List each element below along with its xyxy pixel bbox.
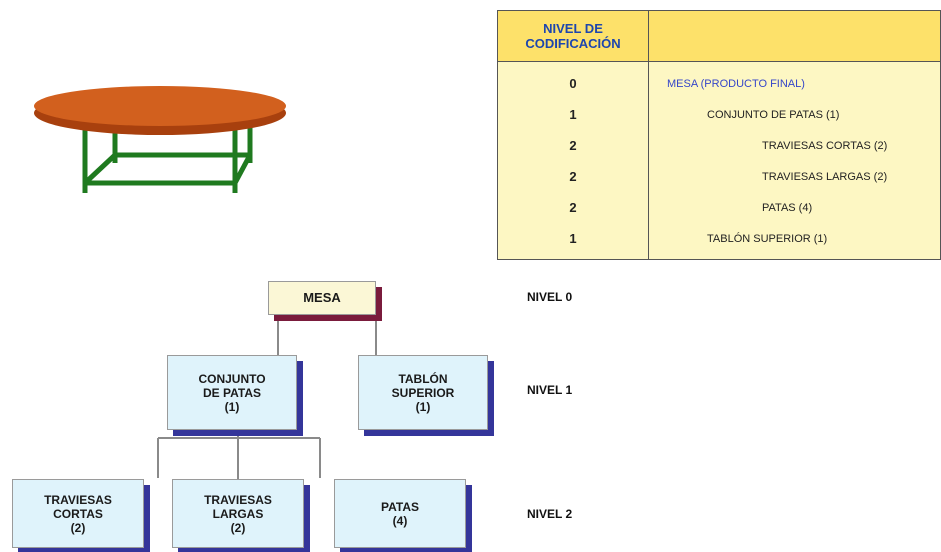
tree-node-tablon-superior: TABLÓN SUPERIOR (1)	[358, 355, 488, 430]
tree-node-mesa: MESA	[268, 281, 376, 315]
tree-node-patas: PATAS (4)	[334, 479, 466, 548]
node-label: MESA	[303, 291, 341, 305]
tree-node-traviesas-cortas: TRAVIESAS CORTAS (2)	[12, 479, 144, 548]
node-label: TRAVIESAS LARGAS (2)	[204, 493, 272, 535]
tree-node-traviesas-largas: TRAVIESAS LARGAS (2)	[172, 479, 304, 548]
node-label: PATAS (4)	[381, 500, 419, 528]
node-label: CONJUNTO DE PATAS (1)	[198, 372, 265, 414]
tree-node-conjunto-de-patas: CONJUNTO DE PATAS (1)	[167, 355, 297, 430]
node-label: TABLÓN SUPERIOR (1)	[392, 372, 455, 414]
node-label: TRAVIESAS CORTAS (2)	[44, 493, 112, 535]
level-label-0: NIVEL 0	[527, 290, 572, 304]
level-label-1: NIVEL 1	[527, 383, 572, 397]
level-label-2: NIVEL 2	[527, 507, 572, 521]
